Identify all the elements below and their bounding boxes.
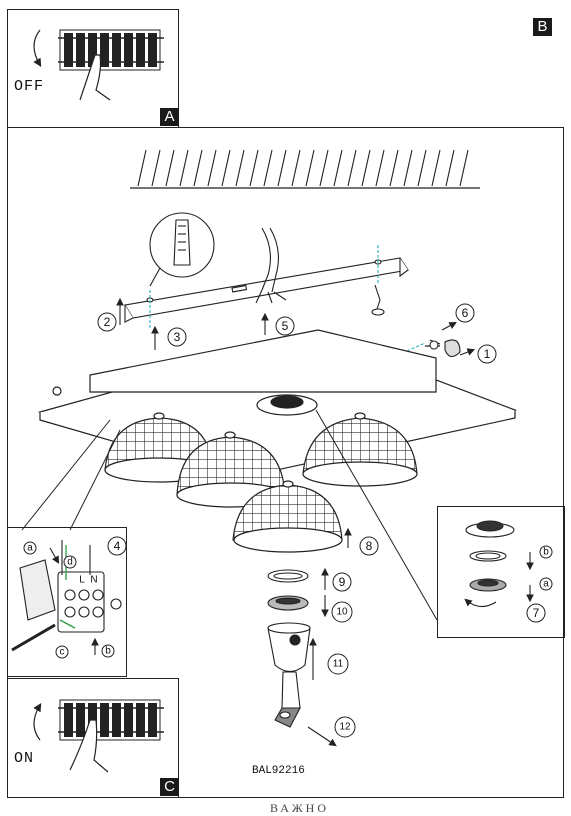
step-6-label: 6 bbox=[462, 306, 469, 320]
step-4-label: 4 bbox=[114, 539, 121, 553]
step-12-badge bbox=[334, 716, 356, 738]
model-number: BAL92216 bbox=[252, 765, 305, 777]
step-3-badge bbox=[167, 327, 187, 347]
step-7-badge bbox=[526, 603, 546, 623]
wiring-terminal-l: L bbox=[79, 575, 85, 586]
step-8-label: 8 bbox=[366, 539, 373, 553]
ring-parts bbox=[267, 569, 309, 611]
step-1-badge bbox=[477, 344, 497, 364]
step-5-badge bbox=[275, 316, 295, 336]
off-label: OFF bbox=[14, 78, 45, 95]
mounting-bracket bbox=[124, 257, 409, 323]
wiring-marker-c: c bbox=[60, 647, 65, 658]
panel-c-frame bbox=[7, 678, 179, 798]
step-10-badge bbox=[331, 601, 353, 623]
panel-b-tag: B bbox=[533, 18, 552, 36]
step-1-label: 1 bbox=[484, 347, 491, 361]
screw-cover bbox=[429, 339, 461, 358]
step-5-label: 5 bbox=[282, 319, 289, 333]
detail-marker-a: a bbox=[543, 579, 549, 590]
step-11-badge bbox=[327, 653, 349, 675]
lamp-shade-right bbox=[302, 412, 418, 487]
detail-parts bbox=[464, 520, 515, 608]
step-8-badge bbox=[359, 536, 379, 556]
step-3-label: 3 bbox=[174, 330, 181, 344]
ceiling-hatch bbox=[130, 149, 480, 189]
detail-marker-b: b bbox=[543, 547, 549, 558]
step-12-label: 12 bbox=[339, 722, 351, 733]
panel-a-tag: A bbox=[160, 108, 179, 126]
lamp-shade-front bbox=[232, 480, 343, 553]
lamp-socket-icon bbox=[267, 622, 311, 728]
main-frame bbox=[7, 127, 564, 798]
power-cable bbox=[255, 227, 287, 304]
step-2-label: 2 bbox=[104, 315, 111, 329]
step-6-badge bbox=[455, 303, 475, 323]
detail-callout-frame bbox=[437, 506, 565, 638]
wiring-marker-a: a bbox=[27, 543, 33, 554]
step-10-label: 10 bbox=[336, 607, 348, 618]
wall-plug-callout bbox=[149, 212, 215, 287]
step-9-badge bbox=[332, 572, 352, 592]
panel-c-tag: C bbox=[160, 778, 179, 796]
terminal-block-icon bbox=[11, 540, 122, 652]
step-11-label: 11 bbox=[333, 659, 344, 670]
wiring-terminal-n: N bbox=[90, 575, 97, 586]
breaker-switch-on-icon bbox=[33, 699, 164, 773]
step-7-label: 7 bbox=[533, 606, 540, 620]
wiring-marker-b: b bbox=[105, 646, 111, 657]
wiring-callout-frame bbox=[7, 527, 127, 677]
breaker-switch-off-icon bbox=[33, 29, 164, 101]
on-label: ON bbox=[14, 750, 35, 767]
wiring-marker-d: d bbox=[67, 557, 73, 568]
step-2-badge bbox=[97, 312, 117, 332]
step-9-label: 9 bbox=[339, 575, 346, 589]
step-4-badge bbox=[107, 536, 127, 556]
step-markers bbox=[97, 303, 546, 738]
